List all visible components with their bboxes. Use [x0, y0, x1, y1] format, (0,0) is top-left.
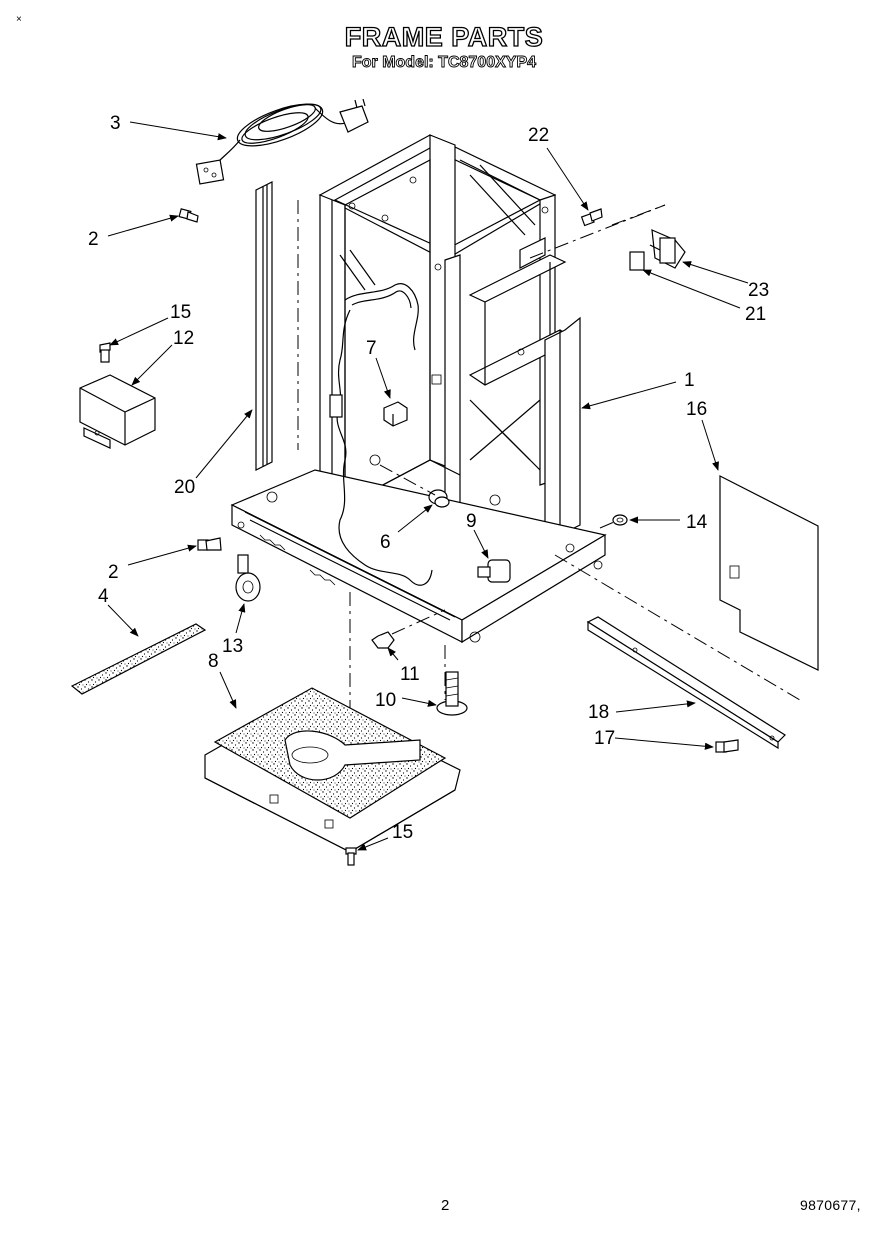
part-13-bracket: [235, 554, 261, 602]
callout-21: 21: [745, 304, 766, 325]
callout-16: 16: [686, 399, 707, 420]
part-14-washer: [599, 514, 628, 529]
part-12-cover: [79, 342, 156, 449]
callout-4: 4: [98, 586, 109, 607]
callout-14: 14: [686, 512, 708, 533]
part-22-screw: [580, 208, 603, 227]
callout-2-lower: 2: [108, 562, 119, 583]
callout-leaders: [107, 121, 749, 851]
part-3-power-cord: [195, 98, 369, 185]
callout-13: 13: [222, 636, 243, 657]
part-18-rail: [586, 616, 786, 750]
callout-labels: 3 22 2 23 21 15 12 7 1 16 20 6 9 14 2 4 …: [88, 113, 769, 843]
part-2-screw-upper: [178, 208, 199, 223]
callout-6: 6: [380, 532, 391, 553]
callout-3: 3: [110, 113, 121, 134]
callout-20: 20: [174, 477, 195, 498]
callout-1: 1: [684, 370, 695, 391]
page-title: FRAME PARTS: [344, 21, 544, 52]
callout-15-lower: 15: [392, 822, 413, 843]
callout-11: 11: [400, 664, 420, 685]
part-23-switch: [611, 204, 686, 271]
part-8-base-pan: [204, 687, 461, 853]
part-2-screw-lower: [197, 537, 222, 551]
callout-2-upper: 2: [88, 229, 99, 250]
callout-9: 9: [466, 511, 477, 532]
corner-mark: ×: [16, 14, 22, 25]
callout-23: 23: [748, 280, 769, 301]
callout-10: 10: [375, 690, 396, 711]
callout-7: 7: [366, 338, 377, 359]
callout-12: 12: [173, 328, 194, 349]
callout-17: 17: [594, 728, 615, 749]
cabinet-frame: [230, 134, 666, 840]
callout-8: 8: [208, 651, 219, 672]
part-20-vertical-strip: [255, 181, 299, 471]
part-7-clip: [383, 401, 408, 427]
part-15-screw-lower: [345, 847, 357, 866]
callout-18: 18: [588, 702, 609, 723]
callout-15-upper: 15: [170, 302, 191, 323]
part-17-screw: [715, 739, 739, 753]
model-subtitle: For Model: TC8700XYP4: [351, 54, 537, 72]
document-number: 9870677,: [800, 1197, 861, 1213]
part-6-grommet: [379, 464, 450, 508]
part-4-foam-strip: [70, 623, 207, 695]
part-10-leveling-leg: [436, 671, 468, 716]
part-9-component: [477, 559, 511, 583]
callout-22: 22: [528, 125, 549, 146]
part-16-side-panel: [554, 475, 819, 701]
page-number: 2: [441, 1197, 450, 1214]
